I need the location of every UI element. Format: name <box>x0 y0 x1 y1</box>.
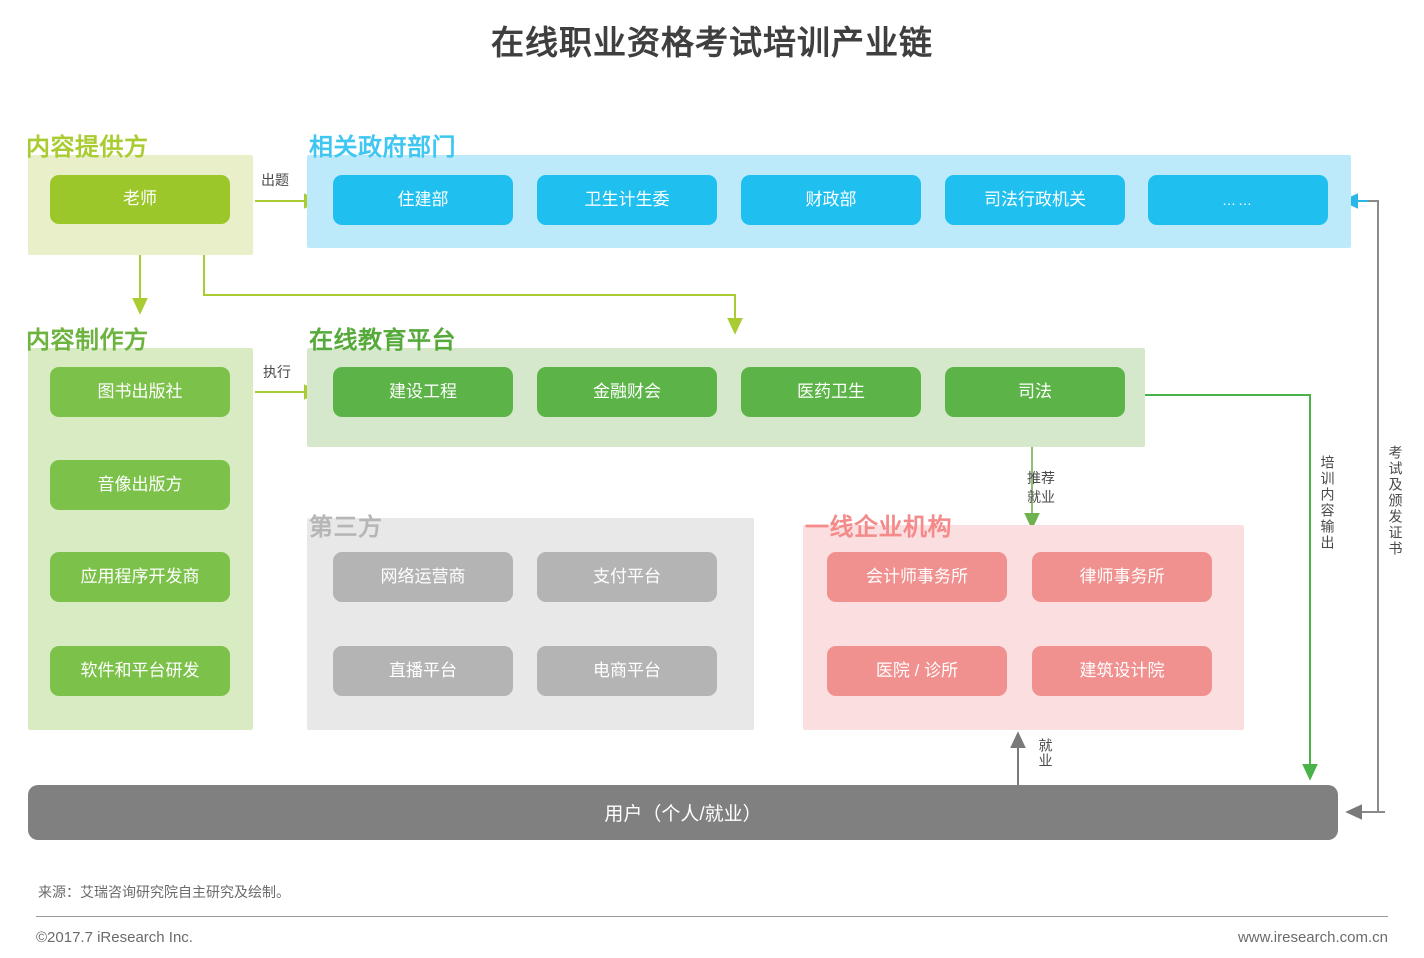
chip-software-platform-rd[interactable]: 软件和平台研发 <box>50 646 230 696</box>
chip-hospital-clinic[interactable]: 医院 / 诊所 <box>827 646 1007 696</box>
edge-label-exam-certificate: 考试及颁发证书 <box>1387 445 1404 557</box>
copyright-text: ©2017.7 iResearch Inc. <box>36 929 193 946</box>
website-url: www.iresearch.com.cn <box>1237 929 1388 946</box>
edge-label-tuijian: 推荐 <box>1027 470 1055 486</box>
group-title-content-provider: 内容提供方 <box>26 134 149 161</box>
chip-network-operator[interactable]: 网络运营商 <box>333 552 513 602</box>
user-bar-label: 用户（个人/就业） <box>604 804 762 825</box>
chip-health-commission[interactable]: 卫生计生委 <box>537 175 717 225</box>
edge-label-jiuye-text: 就业 <box>1037 738 1054 768</box>
chip-housing-ministry[interactable]: 住建部 <box>333 175 513 225</box>
edge-user-to-gov <box>1350 200 1379 812</box>
chip-book-publisher[interactable]: 图书出版社 <box>50 367 230 417</box>
page-title: 在线职业资格考试培训产业链 <box>491 24 933 61</box>
group-title-third-party: 第三方 <box>309 514 383 541</box>
chip-medicine-health[interactable]: 医药卫生 <box>741 367 921 417</box>
chip-teacher[interactable]: 老师 <box>50 175 230 224</box>
edge-label-jiuye-recommend: 就业 <box>1027 489 1055 505</box>
group-panel-third-party <box>307 518 754 730</box>
edge-label-training-output: 培训内容输出 <box>1319 455 1336 551</box>
chip-audio-video-publisher[interactable]: 音像出版方 <box>50 460 230 510</box>
chip-app-developer[interactable]: 应用程序开发商 <box>50 552 230 602</box>
edge-label-zhixing: 执行 <box>263 364 291 380</box>
group-title-online-education: 在线教育平台 <box>309 327 456 354</box>
edge-label-chuti: 出题 <box>261 172 289 188</box>
footer-divider <box>36 916 1388 917</box>
chip-judicial-authority[interactable]: 司法行政机关 <box>945 175 1125 225</box>
group-title-content-maker: 内容制作方 <box>26 327 149 354</box>
group-title-government: 相关政府部门 <box>309 134 456 161</box>
chip-construction-engineering[interactable]: 建设工程 <box>333 367 513 417</box>
chip-ecommerce-platform[interactable]: 电商平台 <box>537 646 717 696</box>
chip-architecture-institute[interactable]: 建筑设计院 <box>1032 646 1212 696</box>
chip-government-more[interactable]: …… <box>1148 175 1328 225</box>
user-bar[interactable]: 用户（个人/就业） <box>28 785 1338 840</box>
chip-law-firm[interactable]: 律师事务所 <box>1032 552 1212 602</box>
chip-accounting-firm[interactable]: 会计师事务所 <box>827 552 1007 602</box>
chip-finance-ministry[interactable]: 财政部 <box>741 175 921 225</box>
chip-judiciary[interactable]: 司法 <box>945 367 1125 417</box>
chip-finance-accounting[interactable]: 金融财会 <box>537 367 717 417</box>
edge-label-jiuye: 就业 <box>1036 738 1056 773</box>
edge-provider-to-platform <box>203 255 743 335</box>
source-note: 来源：艾瑞咨询研究院自主研究及绘制。 <box>38 884 290 900</box>
chip-payment-platform[interactable]: 支付平台 <box>537 552 717 602</box>
group-title-enterprise: 一线企业机构 <box>805 514 952 541</box>
chip-livestream-platform[interactable]: 直播平台 <box>333 646 513 696</box>
